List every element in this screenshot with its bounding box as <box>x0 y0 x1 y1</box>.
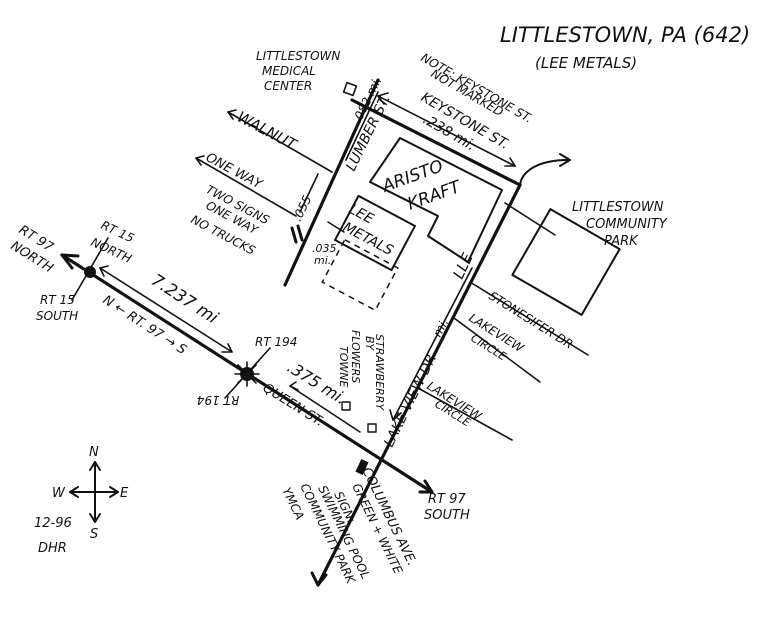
compass-east: E <box>120 486 129 501</box>
flowers-marker <box>341 401 351 411</box>
rt97-south-arrowhead <box>418 479 434 494</box>
flowers-marker-2 <box>367 423 377 433</box>
rt97-south-label-line2: SOUTH <box>424 508 470 523</box>
rt97-distance-arrow <box>99 267 233 353</box>
map-subtitle: (LEE METALS) <box>535 54 637 72</box>
sign-post-2 <box>296 224 304 242</box>
flowers-label-line1: FLOWERS <box>349 330 362 383</box>
lakeview-circle-2-road <box>417 387 513 441</box>
keystone-note-line1: NOTE: KEYSTONE ST. <box>419 50 535 125</box>
rt97-north-arrowhead <box>60 253 80 270</box>
community-park-building <box>511 208 621 316</box>
lake-view-dr-road <box>316 183 522 587</box>
rt15-south-label-line2: SOUTH <box>36 309 78 323</box>
rt15-south-label-line1: RT 15 <box>40 293 75 307</box>
dist-055-label: .055 <box>290 193 314 223</box>
rt194-label-west: RT 194 <box>197 393 239 407</box>
compass-rose <box>69 461 119 523</box>
medical-center-label-line2: MEDICAL <box>262 64 316 78</box>
lee-metals-lot <box>321 238 399 312</box>
map-title: LITTLESTOWN, PA (642) <box>500 23 750 47</box>
keystone-st-road <box>350 98 522 187</box>
dist-035-arrow <box>327 221 345 233</box>
lake-view-mi-label: mi. <box>430 316 451 339</box>
flowers-label-line4: TOWNE <box>337 346 350 387</box>
park-pointer-arrow <box>504 202 556 236</box>
flowers-label-line3: STRAWBERRY <box>373 334 386 411</box>
dist-035-label-line1: .035 <box>312 242 337 255</box>
date-label: 12-96 <box>34 516 72 531</box>
compass-west: W <box>52 486 66 501</box>
rt97-distance-label: 7.237 mi <box>147 270 221 328</box>
compass-south: S <box>90 527 98 542</box>
lakeview-circle-1-road <box>453 317 541 383</box>
walnut-label: WALNUT <box>234 108 301 155</box>
rt97-south-label-line1: RT 97 <box>428 492 466 507</box>
lumber-distance-arrow <box>345 91 379 161</box>
columbus-arrowhead <box>310 571 328 587</box>
rt15-junction-marker <box>84 266 96 278</box>
walnut-st-road <box>227 111 333 173</box>
park-label-line3: PARK <box>604 234 639 249</box>
aristo-kraft-building <box>369 137 503 263</box>
medical-center-label-line1: LITTLESTOWN <box>256 49 340 63</box>
park-label-line2: COMMUNITY <box>586 217 668 232</box>
park-label-line1: LITTLESTOWN <box>572 200 664 215</box>
lumber-st-road <box>283 78 380 287</box>
flowers-label-line2: BY <box>363 336 376 351</box>
lake-view-dr-label: LAKE VIEW DR <box>381 352 440 450</box>
dist-055-arrow <box>299 173 319 213</box>
green-white-sign-marker <box>355 458 369 476</box>
park-turn-arrow <box>519 159 569 186</box>
sign-post-1 <box>290 226 298 244</box>
stonesifer-dr-road <box>469 281 589 356</box>
medical-center-label-line3: CENTER <box>264 79 312 93</box>
lee-metals-building <box>334 194 416 272</box>
queen-distance-arrow <box>289 385 361 433</box>
keystone-distance-arrow <box>377 95 516 167</box>
lake-view-distance-arrow <box>392 267 473 421</box>
initials-label: DHR <box>38 541 67 556</box>
compass-north: N <box>89 445 99 460</box>
rt194-junction-marker <box>234 361 260 387</box>
dist-035-label-line2: mi. <box>314 254 331 267</box>
medical-center-marker <box>342 81 358 97</box>
rt194-label-east: RT 194 <box>255 335 297 349</box>
one-way-arrow <box>195 157 297 217</box>
